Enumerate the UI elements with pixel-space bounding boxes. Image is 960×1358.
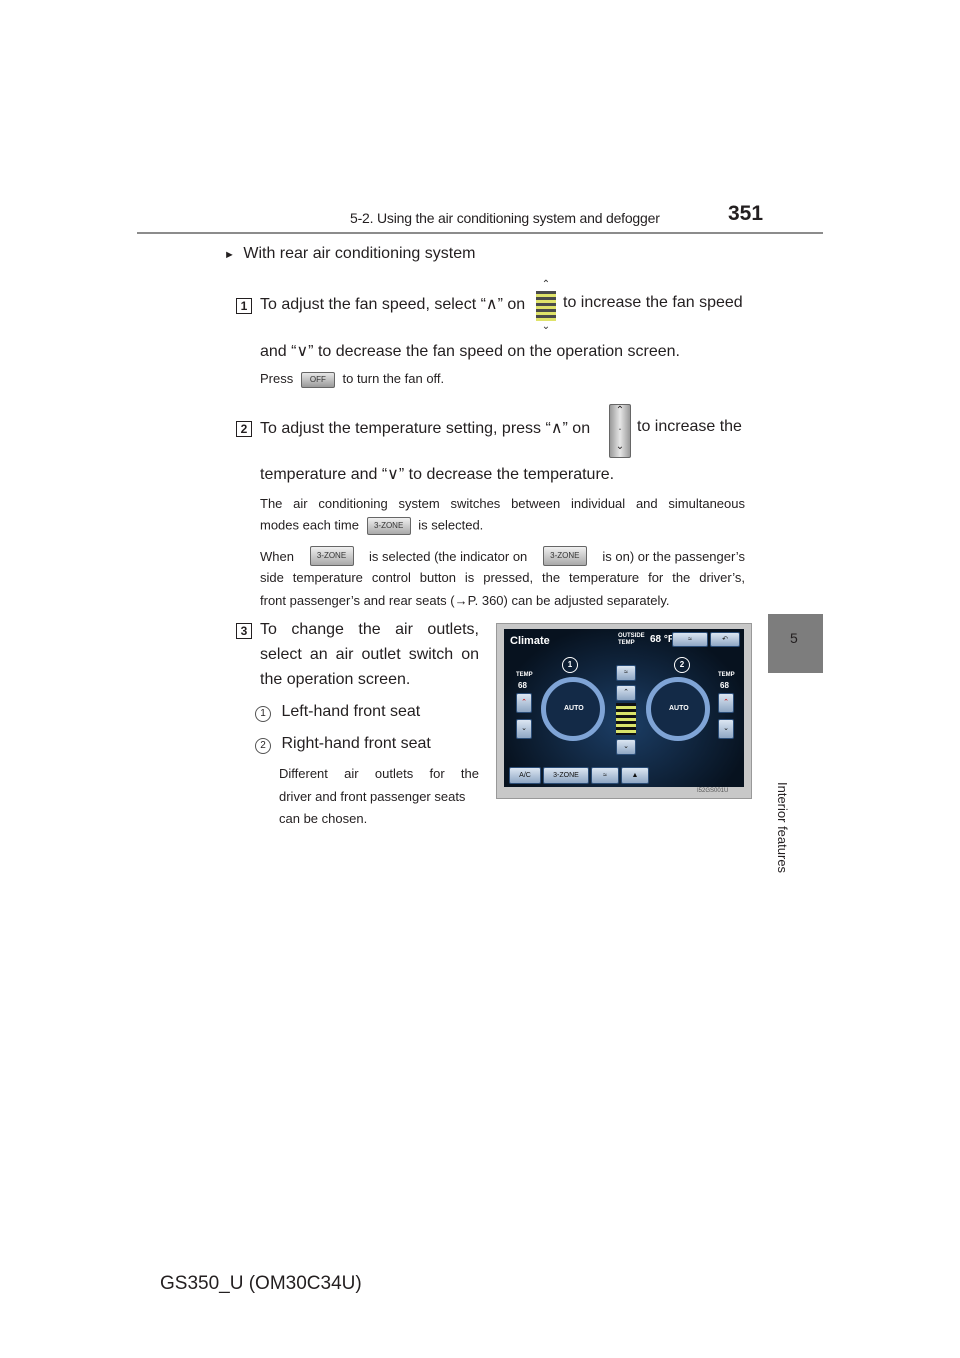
three-zone-button: 3-ZONE	[543, 767, 589, 784]
list-item-text: Left-hand front seat	[281, 703, 421, 720]
airflow-button-icon: ≈	[672, 632, 708, 647]
chevron-down-icon: ⌄	[541, 321, 551, 332]
fan-off-button-icon: OFF	[300, 371, 335, 388]
step-1-line-2: and “∨” to decrease the fan speed on the…	[260, 343, 680, 360]
list-item-right-seat: 2 Right-hand front seat	[255, 735, 431, 754]
step-1-marker: 1	[236, 298, 252, 314]
outside-temp-value: 68 °F	[650, 634, 675, 645]
chevron-up-icon: ⌃	[541, 279, 551, 290]
step-1-line-1: To adjust the fan speed, select “∧” on	[260, 294, 525, 314]
fan-level-bar	[536, 291, 556, 321]
step-2-text-a: To adjust the temperature setting, press…	[260, 420, 591, 437]
temp-value-right: 68	[720, 681, 729, 690]
outside-temp-label: OUTSIDE TEMP	[618, 633, 645, 646]
marker-1-icon: 1	[255, 706, 271, 722]
bullet-text: With rear air conditioning system	[243, 245, 476, 262]
climate-screen-display: Climate OUTSIDE TEMP 68 °F ≈ ↶ TEMP 68 T…	[504, 629, 744, 787]
ac-button: A/C	[509, 767, 541, 784]
bullet-line: ► With rear air conditioning system	[224, 245, 475, 263]
marker-2-icon: 2	[255, 738, 271, 754]
step-2-note-2-a: When	[260, 548, 294, 564]
step-2-note-2-line-1: When 3-ZONE is selected (the indicator o…	[260, 546, 745, 566]
step-3-line-2: select an air outlet switch on	[260, 646, 479, 663]
right-seat-outlet-dial	[646, 677, 710, 741]
step-2-note-2-b: is selected (the indicator on	[369, 548, 528, 564]
outlet-upper-icon: ≈	[616, 665, 636, 681]
marker-1-icon: 1	[562, 657, 578, 673]
step-1-text-b: to increase the fan speed	[563, 294, 743, 311]
three-zone-indicator-icon: 3-ZONE	[542, 546, 587, 566]
climate-screen-image: Climate OUTSIDE TEMP 68 °F ≈ ↶ TEMP 68 T…	[496, 623, 752, 799]
manual-code: GS350_U (OM30C34U)	[160, 1273, 362, 1294]
header-rule	[137, 232, 823, 234]
temp-value-left: 68	[518, 681, 527, 690]
fan-speed-control-icon: ⌃ ⌄	[536, 279, 556, 335]
fan-level-bar	[616, 703, 636, 735]
figure-code: I52GS001U	[697, 788, 729, 794]
step-2-note-1-line-1: The air conditioning system switches bet…	[260, 496, 745, 511]
step-2-marker: 2	[236, 421, 252, 437]
step-3-note-line-2: driver and front passenger seats	[279, 789, 466, 804]
step-2-line-2: temperature and “∨” to decrease the temp…	[260, 466, 615, 483]
temp-label-right: TEMP	[718, 672, 735, 678]
step-3-marker: 3	[236, 623, 252, 639]
step-2-note-1-b: is selected.	[418, 517, 484, 533]
marker-2-icon: 2	[674, 657, 690, 673]
section-title: 5-2. Using the air conditioning system a…	[350, 210, 660, 226]
air-recirculation-icon: ≈	[591, 767, 619, 784]
temp-up-right-icon: ⌃	[718, 693, 734, 713]
auto-left: AUTO	[564, 705, 584, 712]
left-seat-outlet-dial	[541, 677, 605, 741]
step-2-note-1-a: modes each time	[260, 517, 359, 533]
three-zone-button-icon: 3-ZONE	[309, 546, 354, 566]
step-1-note: Press OFF to turn the fan off.	[260, 371, 444, 388]
step-3-note-line-1: Different air outlets for the	[279, 766, 479, 781]
step-3-line-3: the operation screen.	[260, 671, 411, 688]
temp-label-left: TEMP	[516, 672, 533, 678]
chapter-tab	[768, 614, 823, 673]
step-1-note-b: to turn the fan off.	[342, 371, 445, 386]
step-2-note-2-line-3: front passenger’s and rear seats (→P. 36…	[260, 593, 670, 608]
chapter-number: 5	[790, 630, 798, 646]
chevron-up-icon: ⌃	[615, 405, 625, 416]
step-2-note-2-c: is on) or the passenger’s	[602, 548, 745, 564]
back-arrow-icon: ↶	[710, 632, 740, 647]
step-2-note-1-line-2: modes each time 3-ZONE is selected.	[260, 517, 483, 535]
list-item-left-seat: 1 Left-hand front seat	[255, 703, 420, 722]
fan-speed-down-icon: ⌄	[616, 739, 636, 755]
temp-up-left-icon: ⌃	[516, 693, 532, 713]
temp-down-right-icon: ⌄	[718, 719, 734, 739]
step-3-line-1: To change the air outlets,	[260, 621, 479, 638]
step-1-note-a: Press	[260, 371, 294, 386]
screen-title: Climate	[510, 635, 550, 647]
chapter-title: Interior features	[775, 782, 790, 874]
temp-label-icon: •	[619, 427, 621, 433]
step-2-note-2-line-2: side temperature control button is press…	[260, 570, 745, 585]
temp-down-left-icon: ⌄	[516, 719, 532, 739]
fan-speed-up-icon: ⌃	[616, 685, 636, 701]
page-number: 351	[728, 202, 764, 225]
temperature-control-icon: ⌃ • ⌄	[609, 404, 631, 458]
triangle-bullet-icon: ►	[224, 249, 235, 261]
defroster-icon: ▲	[621, 767, 649, 784]
chevron-down-icon: ⌄	[615, 441, 625, 452]
three-zone-button-icon: 3-ZONE	[366, 517, 411, 535]
step-1-text-a: To adjust the fan speed, select “∧” on	[260, 296, 526, 313]
auto-right: AUTO	[669, 705, 689, 712]
step-2-text-b: to increase the	[637, 418, 742, 435]
step-3-note-line-3: can be chosen.	[279, 811, 368, 826]
list-item-text: Right-hand front seat	[281, 735, 431, 752]
